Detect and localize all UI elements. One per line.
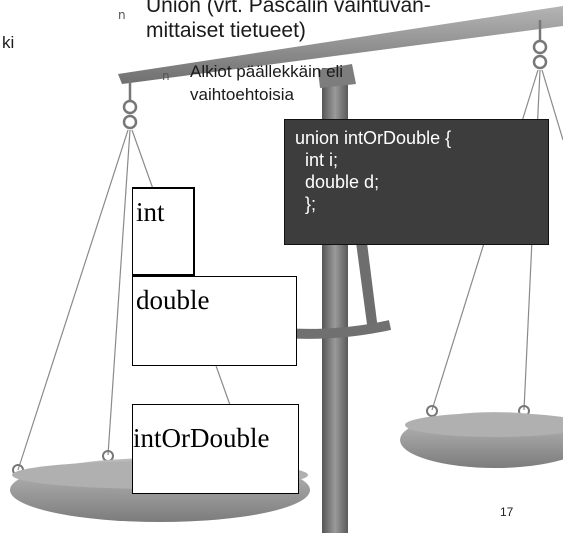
- bullet-marker-2: n: [162, 69, 170, 83]
- left-hook: [122, 80, 138, 130]
- int-box: int: [132, 187, 195, 276]
- scale-post-cap: [318, 64, 356, 88]
- right-hook: [532, 20, 548, 70]
- double-box: double: [132, 276, 297, 366]
- union-label: intOrDouble: [133, 423, 270, 453]
- code-line: double d;: [295, 172, 380, 192]
- sub-bullet-line-1: Alkiot päällekkäin eli: [190, 62, 344, 81]
- scale-beam: [118, 6, 563, 84]
- bullet-1-line-2: mittaiset tietueet): [146, 19, 306, 42]
- bullet-marker-1: n: [118, 8, 126, 22]
- page-number: 17: [500, 505, 514, 519]
- code-line: int i;: [295, 150, 339, 170]
- side-text-fragment: ki: [2, 33, 15, 52]
- double-label: double: [136, 285, 210, 315]
- int-label: int: [136, 197, 165, 227]
- code-line: };: [295, 194, 317, 214]
- sub-bullet-line-2: vaihtoehtoisia: [190, 85, 294, 104]
- code-line: union intOrDouble {: [295, 128, 452, 148]
- code-block: union intOrDouble { int i; double d; };: [284, 119, 549, 245]
- union-box: intOrDouble: [132, 404, 299, 494]
- bullet-1-line-1: Union (vrt. Pascalin vaihtuvan-: [146, 0, 431, 17]
